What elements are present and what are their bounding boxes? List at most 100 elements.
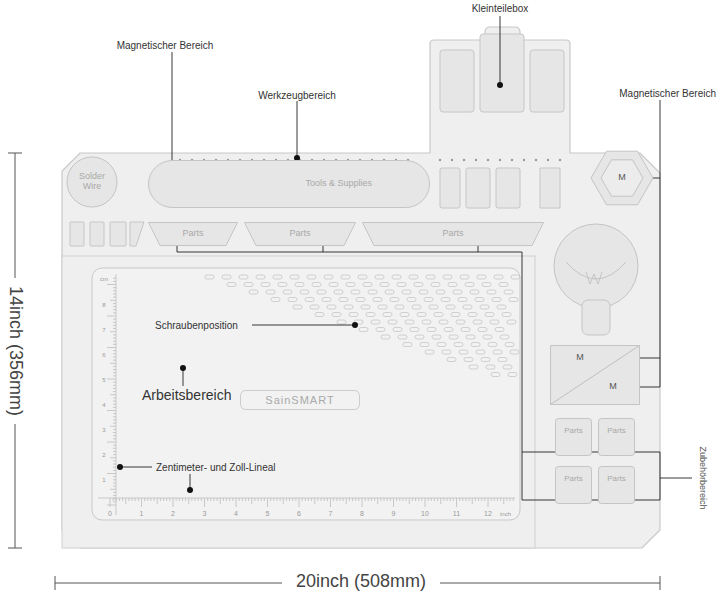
ruler-tick	[396, 498, 397, 501]
ruler-tick	[248, 498, 249, 501]
screw-slot	[324, 275, 333, 279]
leader-line	[500, 16, 501, 85]
ruler-tick	[110, 426, 116, 427]
ruler-tick	[163, 498, 164, 501]
ruler-tick	[113, 297, 116, 298]
ruler-tick	[179, 498, 180, 501]
screw-slot	[390, 298, 399, 302]
screw-slot	[227, 283, 236, 287]
edge-dot	[475, 159, 477, 161]
ruler-tick	[113, 350, 116, 351]
ruler-tick	[110, 457, 116, 458]
screw-slot	[426, 275, 435, 279]
ruler-tick	[113, 445, 116, 446]
leader-dot	[117, 464, 123, 470]
ruler-tick	[229, 498, 230, 501]
ruler-number: 10	[421, 510, 429, 518]
ruler-tick	[346, 498, 347, 504]
ruler-tick	[324, 498, 325, 501]
screw-slot	[499, 283, 508, 287]
ruler-tick	[113, 419, 116, 420]
screw-slot	[339, 298, 348, 302]
edge-dot	[463, 159, 465, 161]
ruler-tick	[362, 498, 363, 507]
ruler-number: 5	[102, 377, 105, 384]
ruler-tick	[113, 429, 116, 430]
leader-line	[660, 452, 661, 500]
slot	[540, 168, 560, 208]
ruler-tick	[390, 498, 391, 501]
ruler-tick	[292, 498, 293, 501]
edge-dot	[499, 159, 501, 161]
ruler-tick	[110, 363, 116, 364]
ruler-tick	[270, 498, 271, 501]
ruler-tick	[113, 416, 116, 417]
screw-slot	[407, 298, 416, 302]
ruler-tick	[283, 498, 284, 504]
screw-slot	[290, 275, 299, 279]
leader-line	[297, 101, 298, 158]
screw-slot	[346, 283, 355, 287]
screw-slot	[392, 275, 401, 279]
ruler-tick	[182, 498, 183, 501]
ruler-number: 7	[329, 510, 333, 518]
ruler-tick	[113, 306, 116, 307]
trap-shape	[245, 223, 356, 246]
hex-shape	[591, 151, 653, 205]
screw-slot	[481, 358, 490, 362]
leader-line	[660, 100, 661, 387]
ruler-tick	[160, 498, 161, 501]
screw-slot	[475, 298, 484, 302]
edge-dot	[439, 159, 441, 161]
screw-slot	[427, 328, 436, 332]
leader-lines	[120, 16, 692, 500]
screw-slot	[283, 290, 292, 294]
ruler-tick	[469, 498, 470, 501]
ruler-tick	[157, 498, 158, 504]
screw-slot	[502, 313, 511, 317]
screw-slot	[424, 298, 433, 302]
ruler-tick	[242, 498, 243, 501]
ruler-tick	[453, 498, 454, 501]
holder-stem	[582, 300, 610, 335]
ruler-number: 11	[453, 510, 460, 518]
screw-slot	[334, 290, 343, 294]
ruler-tick	[330, 498, 331, 507]
ruler-tick	[428, 498, 429, 501]
ruler-tick	[113, 328, 116, 329]
ruler-tick	[185, 498, 186, 501]
ruler-tick	[110, 394, 116, 395]
screw-slot	[449, 335, 458, 339]
box-shape	[556, 467, 592, 504]
screw-slot	[383, 313, 392, 317]
leader-line	[120, 467, 152, 468]
triBR-outline	[550, 345, 640, 405]
screw-slot	[307, 275, 316, 279]
screw-slot	[422, 320, 431, 324]
ruler-tick	[308, 498, 309, 501]
box-node: Parts	[598, 466, 635, 504]
tray-compartments	[70, 34, 564, 246]
slot	[496, 168, 520, 208]
ruler-tick	[472, 498, 473, 504]
mat-outline	[62, 27, 660, 548]
screw-slot	[337, 320, 346, 324]
screw-slot	[492, 298, 501, 302]
ruler-tick	[355, 498, 356, 501]
ruler-tick	[113, 385, 116, 386]
callout-label: 20inch (508mm)	[296, 572, 426, 592]
node-text: Parts	[564, 427, 583, 436]
ruler-tick	[261, 498, 262, 501]
screw-slot	[376, 328, 385, 332]
ruler-tick	[113, 322, 116, 323]
ruler-tick	[488, 498, 489, 507]
screw-slot	[447, 358, 456, 362]
box-node: Parts	[555, 466, 592, 504]
ruler-tick	[295, 498, 296, 501]
ruler-tick	[352, 498, 353, 501]
ruler-tick	[503, 498, 504, 504]
screw-slot	[414, 283, 423, 287]
screw-slot	[271, 298, 280, 302]
screw-slot	[451, 313, 460, 317]
screw-slot	[453, 290, 462, 294]
